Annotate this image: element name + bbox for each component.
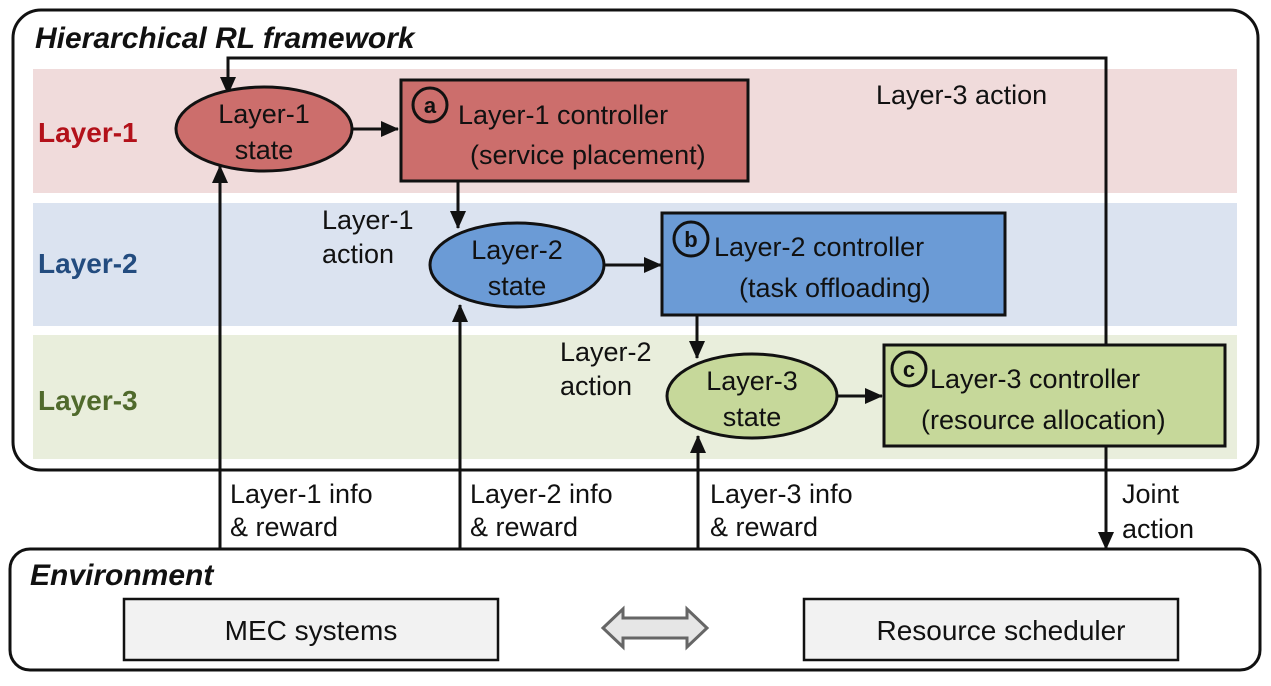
layer-1-info-label-line1: Layer-1 info <box>230 479 373 509</box>
controller-c-badge-text: c <box>903 357 915 382</box>
layer-2-info-label-line2: & reward <box>470 512 578 542</box>
layer-2-state-label-line2: state <box>488 271 547 301</box>
layer-2-controller-subtitle: (task offloading) <box>739 273 931 303</box>
joint-action-label-line1: Joint <box>1122 479 1180 509</box>
layer-1-state-label-line1: Layer-1 <box>218 99 310 129</box>
framework-title: Hierarchical RL framework <box>35 22 416 55</box>
layer-3-state-label-line2: state <box>723 402 782 432</box>
layer-3-label: Layer-3 <box>38 385 138 416</box>
layer-3-controller-node[interactable] <box>882 343 1227 448</box>
environment-title: Environment <box>30 559 215 592</box>
resource-scheduler-box[interactable] <box>802 597 1180 662</box>
bidirectional-arrow-icon <box>600 605 710 651</box>
layer-3-state-label-line1: Layer-3 <box>706 366 798 396</box>
layer-1-controller-node[interactable] <box>399 78 750 183</box>
layer-3-info-label-line2: & reward <box>710 512 818 542</box>
layer-2-action-label-line2: action <box>560 371 632 401</box>
layer-2-label: Layer-2 <box>38 248 138 279</box>
resource-scheduler-label: Resource scheduler <box>876 615 1125 646</box>
layer-1-action-label-line2: action <box>322 239 394 269</box>
layer-3-action-label: Layer-3 action <box>876 80 1047 110</box>
controller-a-badge-text: a <box>424 93 437 118</box>
joint-action-label-line2: action <box>1122 514 1194 544</box>
controller-b-badge-text: b <box>684 227 697 252</box>
controller-a-badge-icon <box>411 86 449 124</box>
layer-2-state-label-line1: Layer-2 <box>471 235 563 265</box>
layer-1-state-label-line2: state <box>235 135 294 165</box>
layer-1-action-label-line1: Layer-1 <box>322 205 414 235</box>
layer-1-info-label-line2: & reward <box>230 512 338 542</box>
layer-3-controller-title: Layer-3 controller <box>930 364 1140 394</box>
controller-c-badge-icon <box>890 350 928 388</box>
mec-systems-box[interactable] <box>122 597 500 662</box>
mec-systems-label: MEC systems <box>225 615 398 646</box>
layer-2-action-label-line1: Layer-2 <box>560 337 652 367</box>
layer-2-controller-node[interactable] <box>660 211 1007 317</box>
layer-3-action-arrow <box>220 56 1108 345</box>
layer-3-controller-subtitle: (resource allocation) <box>921 405 1166 435</box>
layer-1-label: Layer-1 <box>38 117 138 148</box>
layer-2-state-node[interactable] <box>428 221 606 309</box>
layer-2-controller-title: Layer-2 controller <box>714 232 924 262</box>
layer-1-controller-title: Layer-1 controller <box>458 100 668 130</box>
controller-b-badge-icon <box>672 220 710 258</box>
layer-3-info-label-line1: Layer-3 info <box>710 479 853 509</box>
layer-1-state-node[interactable] <box>174 85 354 173</box>
layer-3-state-node[interactable] <box>665 352 839 440</box>
layer-2-info-label-line1: Layer-2 info <box>470 479 613 509</box>
layer-1-controller-subtitle: (service placement) <box>470 140 706 170</box>
